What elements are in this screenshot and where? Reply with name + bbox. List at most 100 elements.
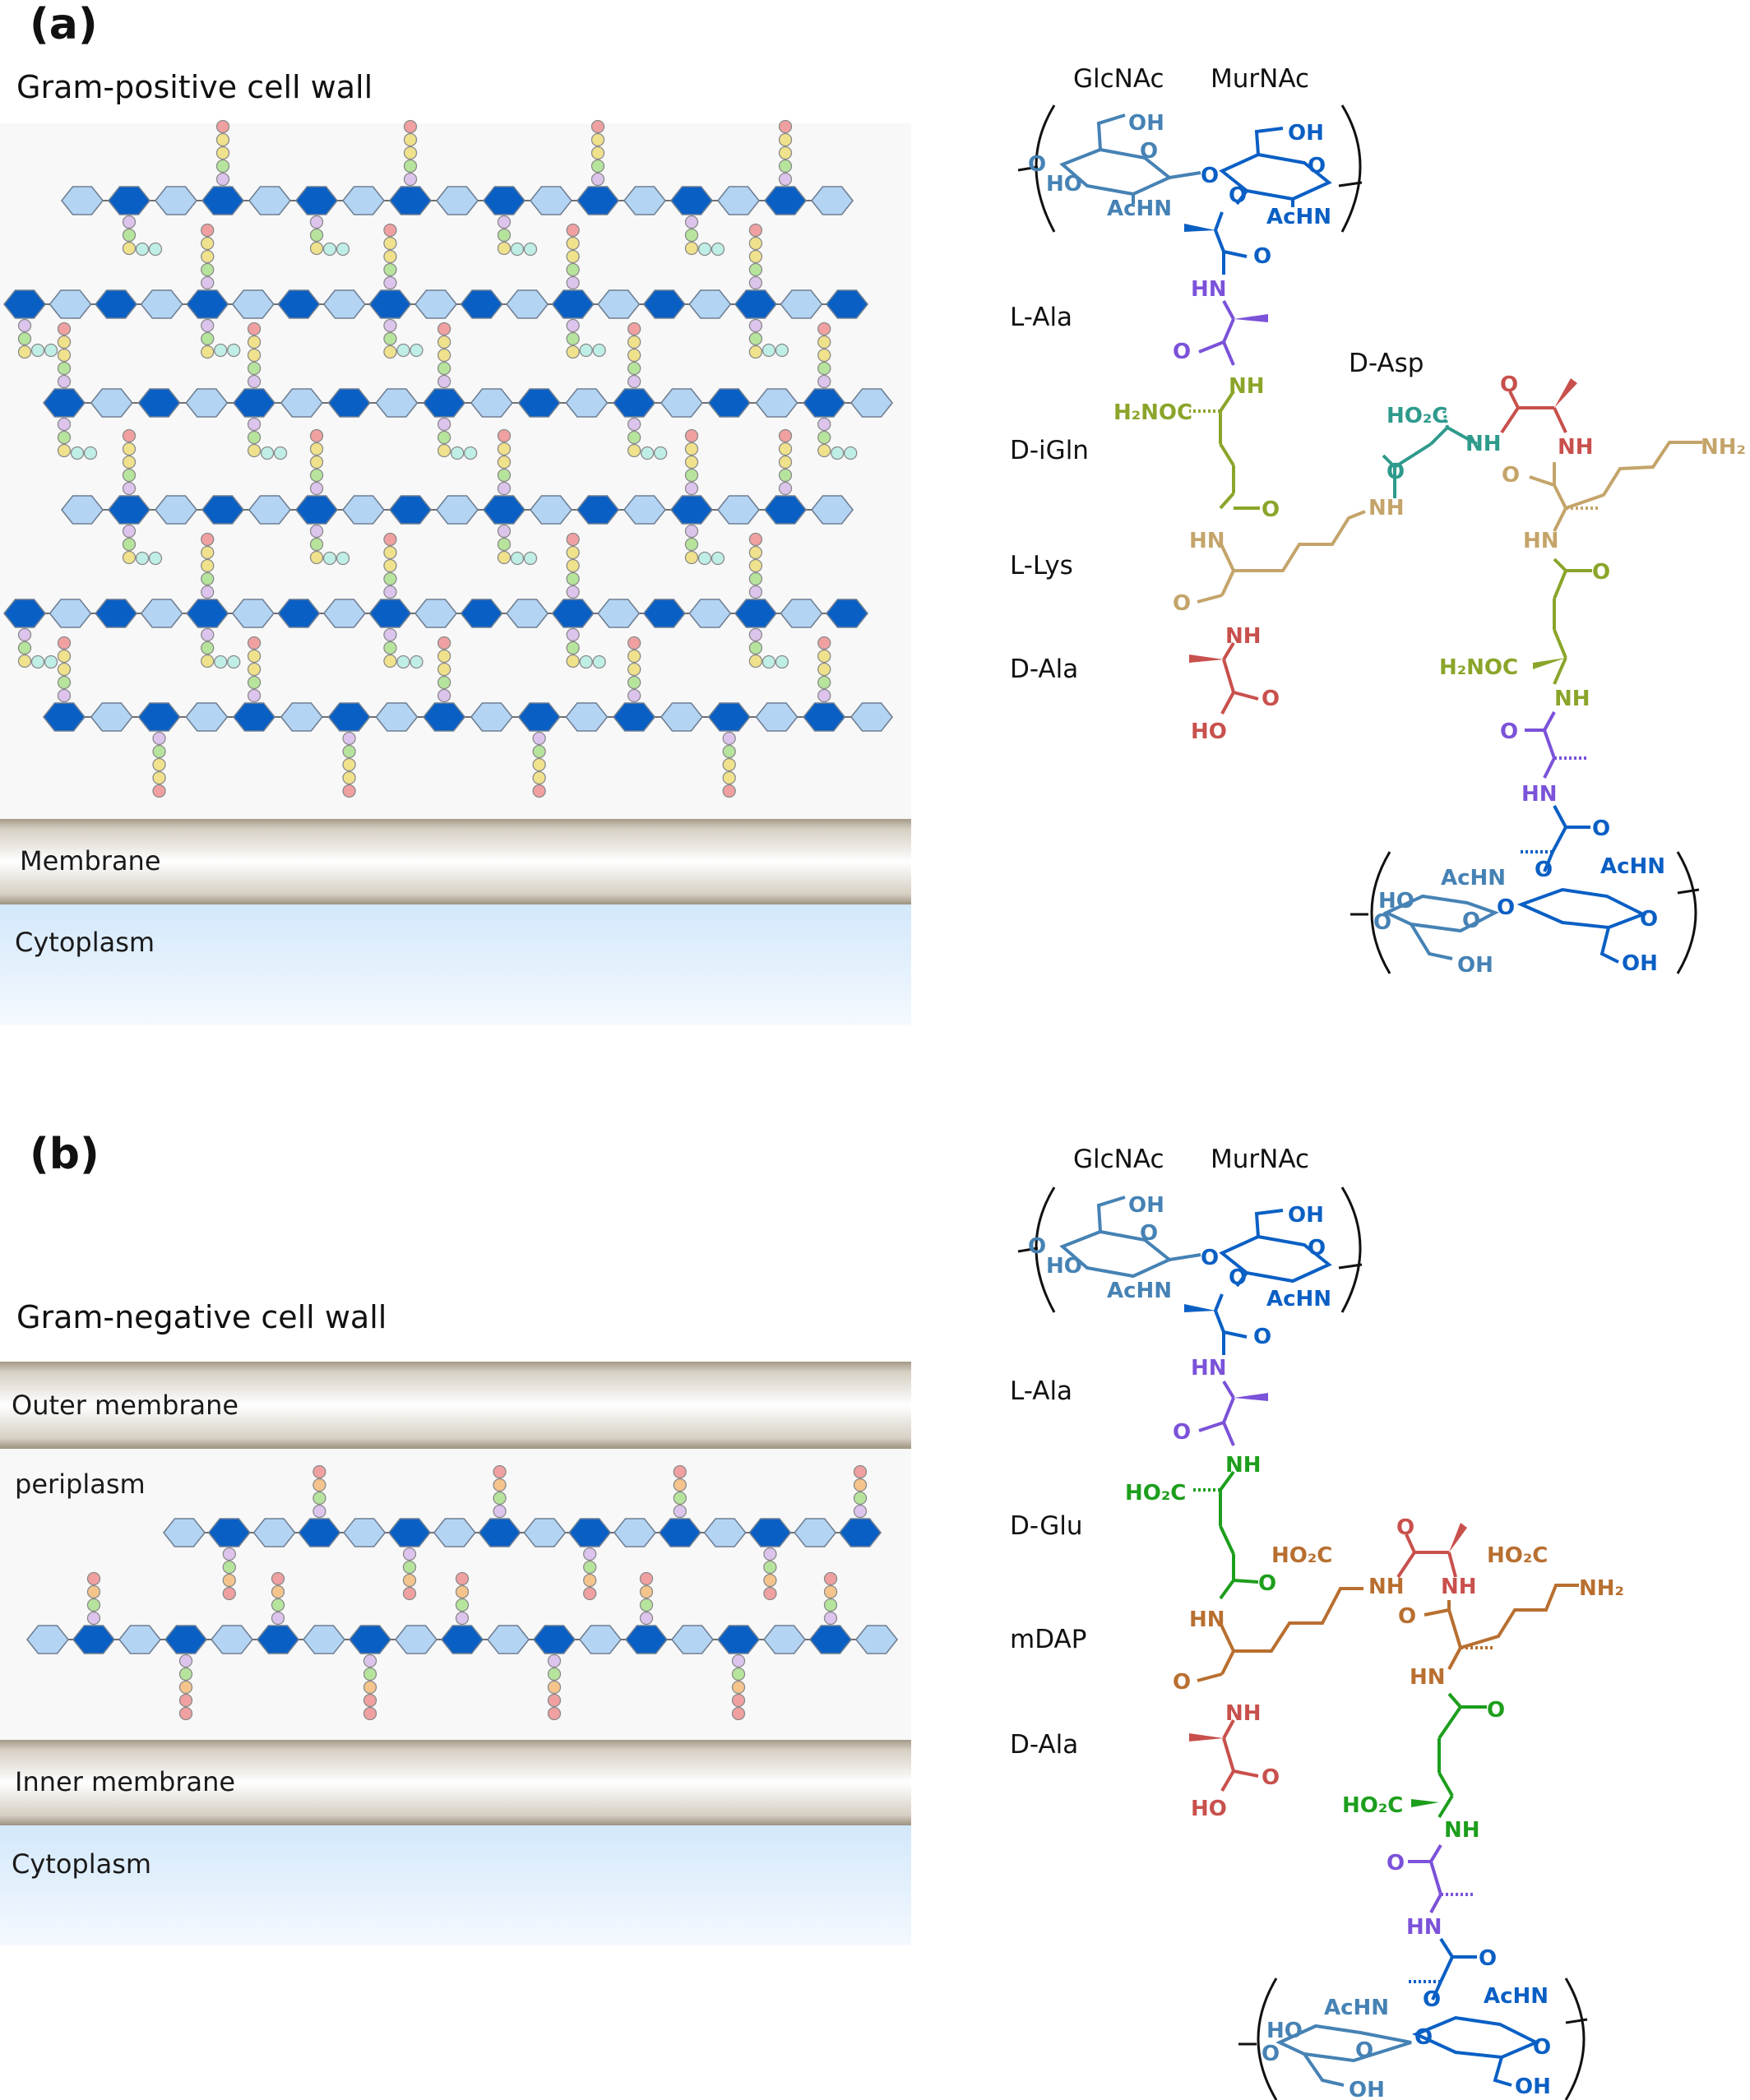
peptide-bead [775, 655, 789, 669]
peptide-bead [748, 249, 763, 264]
gram-neg-cytoplasm [0, 1825, 911, 1945]
peptide-bead [627, 649, 641, 664]
glu2-ho2c-b: HO₂C [1342, 1793, 1403, 1818]
peptide-bead [383, 262, 397, 277]
glcnac-hexagon [660, 702, 703, 732]
glcnac-hexagon [248, 495, 292, 525]
peptide-bead [57, 361, 72, 376]
glcnac-hexagon [670, 1625, 715, 1654]
peptide-bead [547, 1693, 562, 1708]
peptide-bead [731, 1693, 746, 1708]
murnac-hexagon [642, 289, 686, 319]
residue-b-3: D-Ala [1010, 1730, 1078, 1760]
peptide-bead [437, 662, 451, 677]
peptide-bead [201, 331, 215, 346]
glcnac-achn-b: AcHN [1107, 1279, 1172, 1303]
ala-bond3-a [1222, 341, 1235, 366]
peptide-bead [778, 119, 793, 134]
peptide-bead [817, 417, 831, 432]
peptide-bead [817, 335, 831, 349]
glcnac-hexagon [850, 702, 894, 732]
murnac-hexagon [576, 186, 620, 215]
glcnac-hexagon [716, 495, 761, 525]
peptide-bead [823, 1584, 838, 1599]
peptide-bead [222, 1560, 236, 1575]
peptide-bead [309, 481, 324, 496]
peptide-bead [383, 627, 397, 642]
murnac-hexagon [478, 1518, 521, 1547]
glcnac-hexagon [49, 289, 92, 319]
dap2-co-b [1424, 1608, 1450, 1617]
dala2-methyl-wedge-a [1554, 378, 1577, 408]
bottom-glyco-o-b: O [1414, 2025, 1433, 2050]
glcnac-label-a: GlcNAc [1073, 64, 1164, 94]
peptide-bead [57, 443, 72, 458]
murnac-hexagon [440, 1625, 484, 1654]
bracket-right-b [1340, 1186, 1362, 1313]
peptide-bead [748, 641, 763, 655]
murnac-hexagon [613, 388, 656, 418]
peptide-bead [383, 532, 397, 547]
glcnac-hexagon [578, 1625, 623, 1654]
peptide-bead [654, 446, 668, 460]
peptide-bead [363, 1680, 377, 1695]
peptide-bead [823, 1598, 838, 1612]
glcnac-hexagon [565, 388, 609, 418]
peptide-bead [817, 374, 831, 389]
ala-co-a [1198, 340, 1225, 354]
glu-co-b [1233, 1579, 1259, 1584]
peptide-bead [437, 688, 451, 703]
murnac-hexagon [423, 702, 466, 732]
cytoplasm-label-b: Cytoplasm [12, 1848, 151, 1880]
igln-bond5-a [1219, 492, 1235, 510]
peptide-bead [437, 443, 451, 458]
peptide-bead [722, 757, 736, 772]
peptide-bead [309, 228, 324, 243]
peptide-bead [247, 649, 262, 664]
peptide-bead [152, 757, 166, 772]
asp-label-a: D-Asp [1349, 349, 1424, 378]
dala-o-b: O [1262, 1765, 1280, 1790]
peptide-bead [532, 757, 546, 772]
murnac-o-lactyl-b [1235, 1271, 1248, 1288]
peptide-bead [309, 468, 324, 483]
murnac-hexagon [201, 495, 245, 525]
bracket-left-bottom-b [1257, 1977, 1278, 2100]
lactyl-a [1213, 211, 1248, 258]
igln2-wedge-a [1533, 658, 1566, 669]
peptide-bead [497, 241, 512, 256]
peptide-bead [383, 654, 397, 668]
peptide-bead [222, 1586, 236, 1601]
asp-bond4-a [1447, 426, 1478, 446]
peptide-bead [493, 1464, 507, 1479]
lys2-sidechain-a [1565, 441, 1702, 510]
peptide-bead [201, 532, 215, 547]
glcnac-ch2oh-bottom-b [1303, 2052, 1345, 2087]
murnac-hexagon [482, 186, 526, 215]
peptide-bead [403, 132, 418, 147]
bottom-lactyl-o-a [1543, 851, 1554, 872]
bottom-murnac-oh-a: OH [1622, 951, 1658, 976]
peptide-bead [247, 374, 262, 389]
lys-bond2-a [1220, 570, 1235, 596]
peptide-bead [247, 443, 262, 458]
peptide-bead [566, 262, 580, 277]
peptide-bead [455, 1571, 470, 1586]
peptide-bead [455, 1598, 470, 1612]
glcnac-o-ring-a: O [1140, 139, 1158, 164]
peptide-bead [215, 172, 230, 187]
outer-membrane-label: Outer membrane [12, 1390, 238, 1421]
peptide-bead [309, 455, 324, 469]
murnac-hexagon [803, 388, 846, 418]
peptide-bead [402, 1586, 417, 1601]
peptide-bead [853, 1491, 868, 1506]
murnac-hexagon [368, 599, 412, 628]
peptide-bead [627, 430, 641, 445]
peptide-bead [437, 335, 451, 349]
peptide-bead [748, 275, 763, 290]
peptide-bead [214, 343, 228, 358]
murnac-hexagon [803, 702, 846, 732]
murnac-hexagon [298, 1518, 341, 1547]
glu-o-b: O [1258, 1571, 1276, 1596]
glcnac-hexagon [506, 289, 549, 319]
